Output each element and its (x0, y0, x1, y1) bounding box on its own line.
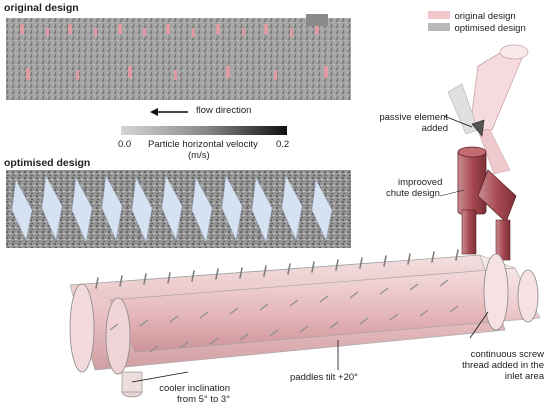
flow-direction-label: flow direction (196, 105, 252, 116)
original-design-title: original design (4, 2, 79, 14)
passive-element (471, 119, 485, 137)
chute-line1: improoved (398, 177, 443, 188)
legend-label-optimised: optimised design (454, 23, 526, 34)
cooler-line1: cooler inclination (159, 383, 230, 394)
optimised-design-simulation (6, 170, 351, 248)
legend-swatch-optimised (428, 22, 450, 31)
original-design-simulation (6, 14, 351, 100)
legend-label-original: original design (454, 11, 516, 22)
screw-leader (469, 311, 489, 339)
cooler-annotation: cooler inclination from 5° to 3° (150, 383, 230, 405)
flow-direction-arrow (150, 108, 188, 116)
legend-swatch-original (428, 10, 450, 19)
optimised-design-title: optimised design (4, 157, 91, 169)
inlet-chute-optimised (457, 146, 517, 261)
paddles-annotation: paddles tilt +20° (290, 372, 358, 383)
colorbar-title-line1: Particle horizontal velocity (148, 139, 258, 150)
screw-line2: thread added in the (462, 360, 544, 371)
colorbar-min-label: 0.0 (118, 139, 132, 150)
velocity-colorbar (121, 126, 287, 135)
passive-element-line2: added (421, 123, 448, 134)
chute-annotation: improoved chute design (386, 177, 442, 199)
legend-item-optimised: optimised design (428, 18, 526, 34)
screw-line3: inlet area (504, 371, 544, 382)
cooler-drums (69, 249, 541, 398)
cooler-line2: from 5° to 3° (176, 394, 230, 405)
passive-element-annotation: passive element added (360, 112, 448, 134)
passive-element-line1: passive element (379, 112, 448, 123)
passive-element-leader (443, 115, 473, 128)
cooler-leader (131, 371, 189, 383)
inlet-chute-original (447, 44, 529, 175)
screw-annotation: continuous screw thread added in the inl… (420, 349, 544, 382)
colorbar-max-label: 0.2 (276, 139, 290, 150)
screw-line1: continuous screw (470, 349, 544, 360)
legend-item-original: original design (428, 6, 526, 22)
chute-leader (439, 189, 465, 197)
colorbar-title-line2: (m/s) (188, 150, 210, 161)
chute-line2: chute design (386, 188, 440, 199)
legend: original design optimised design (428, 6, 526, 34)
